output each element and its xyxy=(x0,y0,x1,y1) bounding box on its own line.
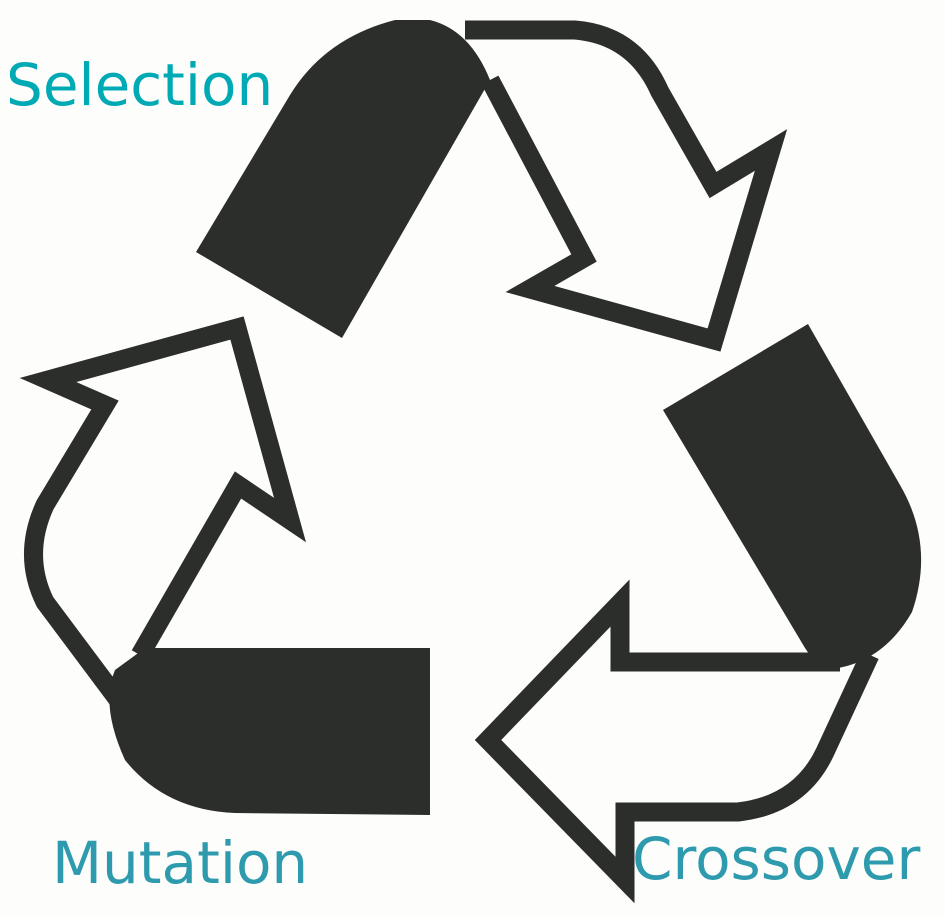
selection-arrow-head xyxy=(465,20,788,352)
crossover-arrow-band xyxy=(663,324,922,670)
mutation-label: Mutation xyxy=(52,829,309,897)
selection-arrow-band xyxy=(196,20,490,338)
selection-label: Selection xyxy=(6,51,274,119)
crossover-arrow-head xyxy=(474,579,879,904)
mutation-arrow-band xyxy=(109,648,430,815)
mutation-arrow-head xyxy=(19,316,306,711)
crossover-label: Crossover xyxy=(632,825,921,893)
